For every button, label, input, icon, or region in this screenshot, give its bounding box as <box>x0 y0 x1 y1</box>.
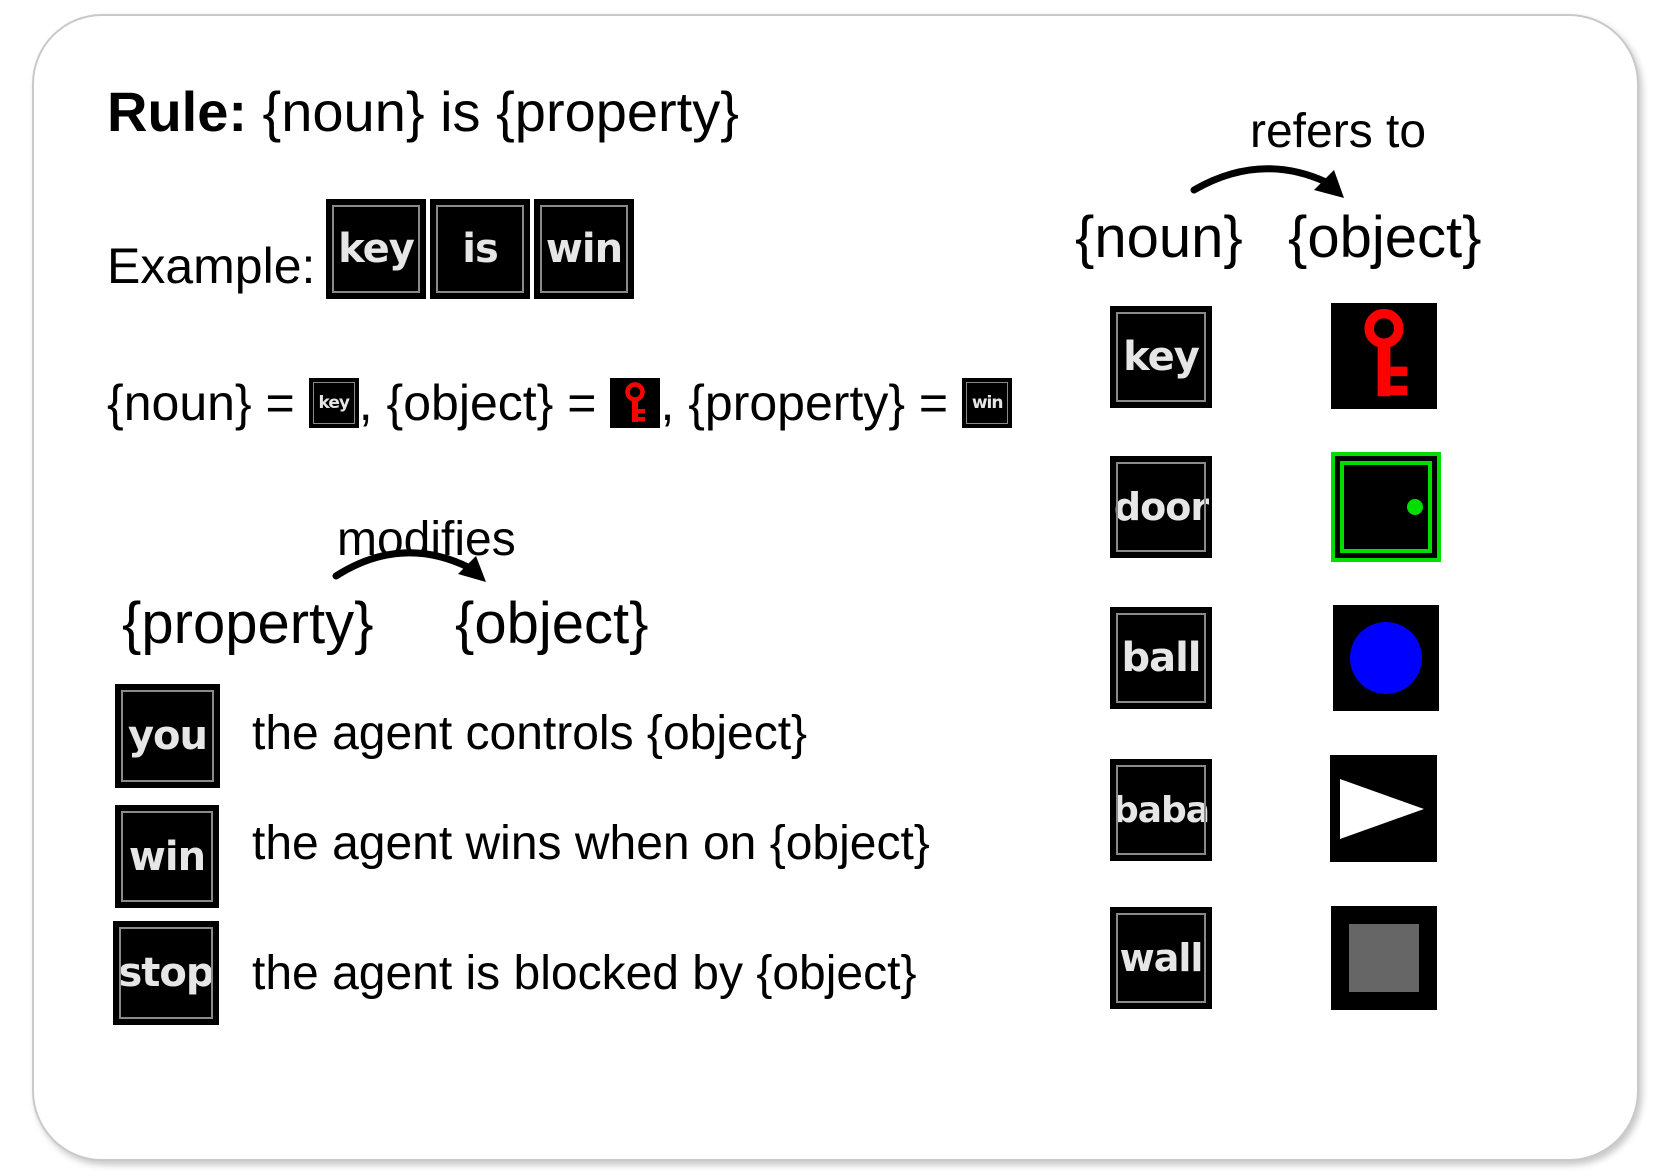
refers-to-label: refers to <box>1250 105 1427 158</box>
example-tile-is: is <box>430 199 530 299</box>
grey-wall-icon <box>1331 906 1437 1010</box>
noun-tile-door: door <box>1110 456 1212 558</box>
equation-object-text: , {object} = <box>358 375 597 431</box>
equation-key-icon <box>610 378 661 428</box>
noun-tile-key: key <box>1110 306 1212 408</box>
red-key-icon <box>1331 303 1437 409</box>
example-label: Example: <box>107 238 316 294</box>
green-door-icon <box>1331 452 1441 562</box>
equation-property-tile: win <box>962 378 1013 428</box>
modifies-arrow-icon <box>332 549 486 582</box>
equation-line: {noun} = key , {object} = , {property} =… <box>107 374 1013 432</box>
refers-to-arrow-icon <box>1190 165 1344 198</box>
equation-property-text: , {property} = <box>660 375 949 431</box>
property-header: {property} <box>122 591 374 656</box>
blue-ball-icon <box>1333 605 1439 711</box>
object-header-left: {object} <box>455 591 649 656</box>
property-desc-stop: the agent is blocked by {object} <box>252 947 917 1000</box>
example-tile-win: win <box>534 199 634 299</box>
rule-title: Rule: {noun} is {property} <box>107 80 739 143</box>
white-triangle-icon <box>1330 755 1437 862</box>
noun-tile-wall: wall <box>1110 907 1212 1009</box>
noun-tile-ball: ball <box>1110 607 1212 709</box>
example-tile-key: key <box>326 199 426 299</box>
noun-header: {noun} <box>1075 205 1243 270</box>
property-tile-stop: stop <box>113 921 219 1025</box>
object-header-right: {object} <box>1288 205 1482 270</box>
property-tile-win: win <box>115 805 219 908</box>
noun-tile-baba: baba <box>1110 759 1212 861</box>
property-desc-you: the agent controls {object} <box>252 707 808 760</box>
property-desc-win: the agent wins when on {object} <box>252 817 930 870</box>
equation-noun-tile: key <box>308 378 359 428</box>
property-tile-you: you <box>115 684 220 788</box>
equation-noun-text: {noun} = <box>107 375 295 431</box>
